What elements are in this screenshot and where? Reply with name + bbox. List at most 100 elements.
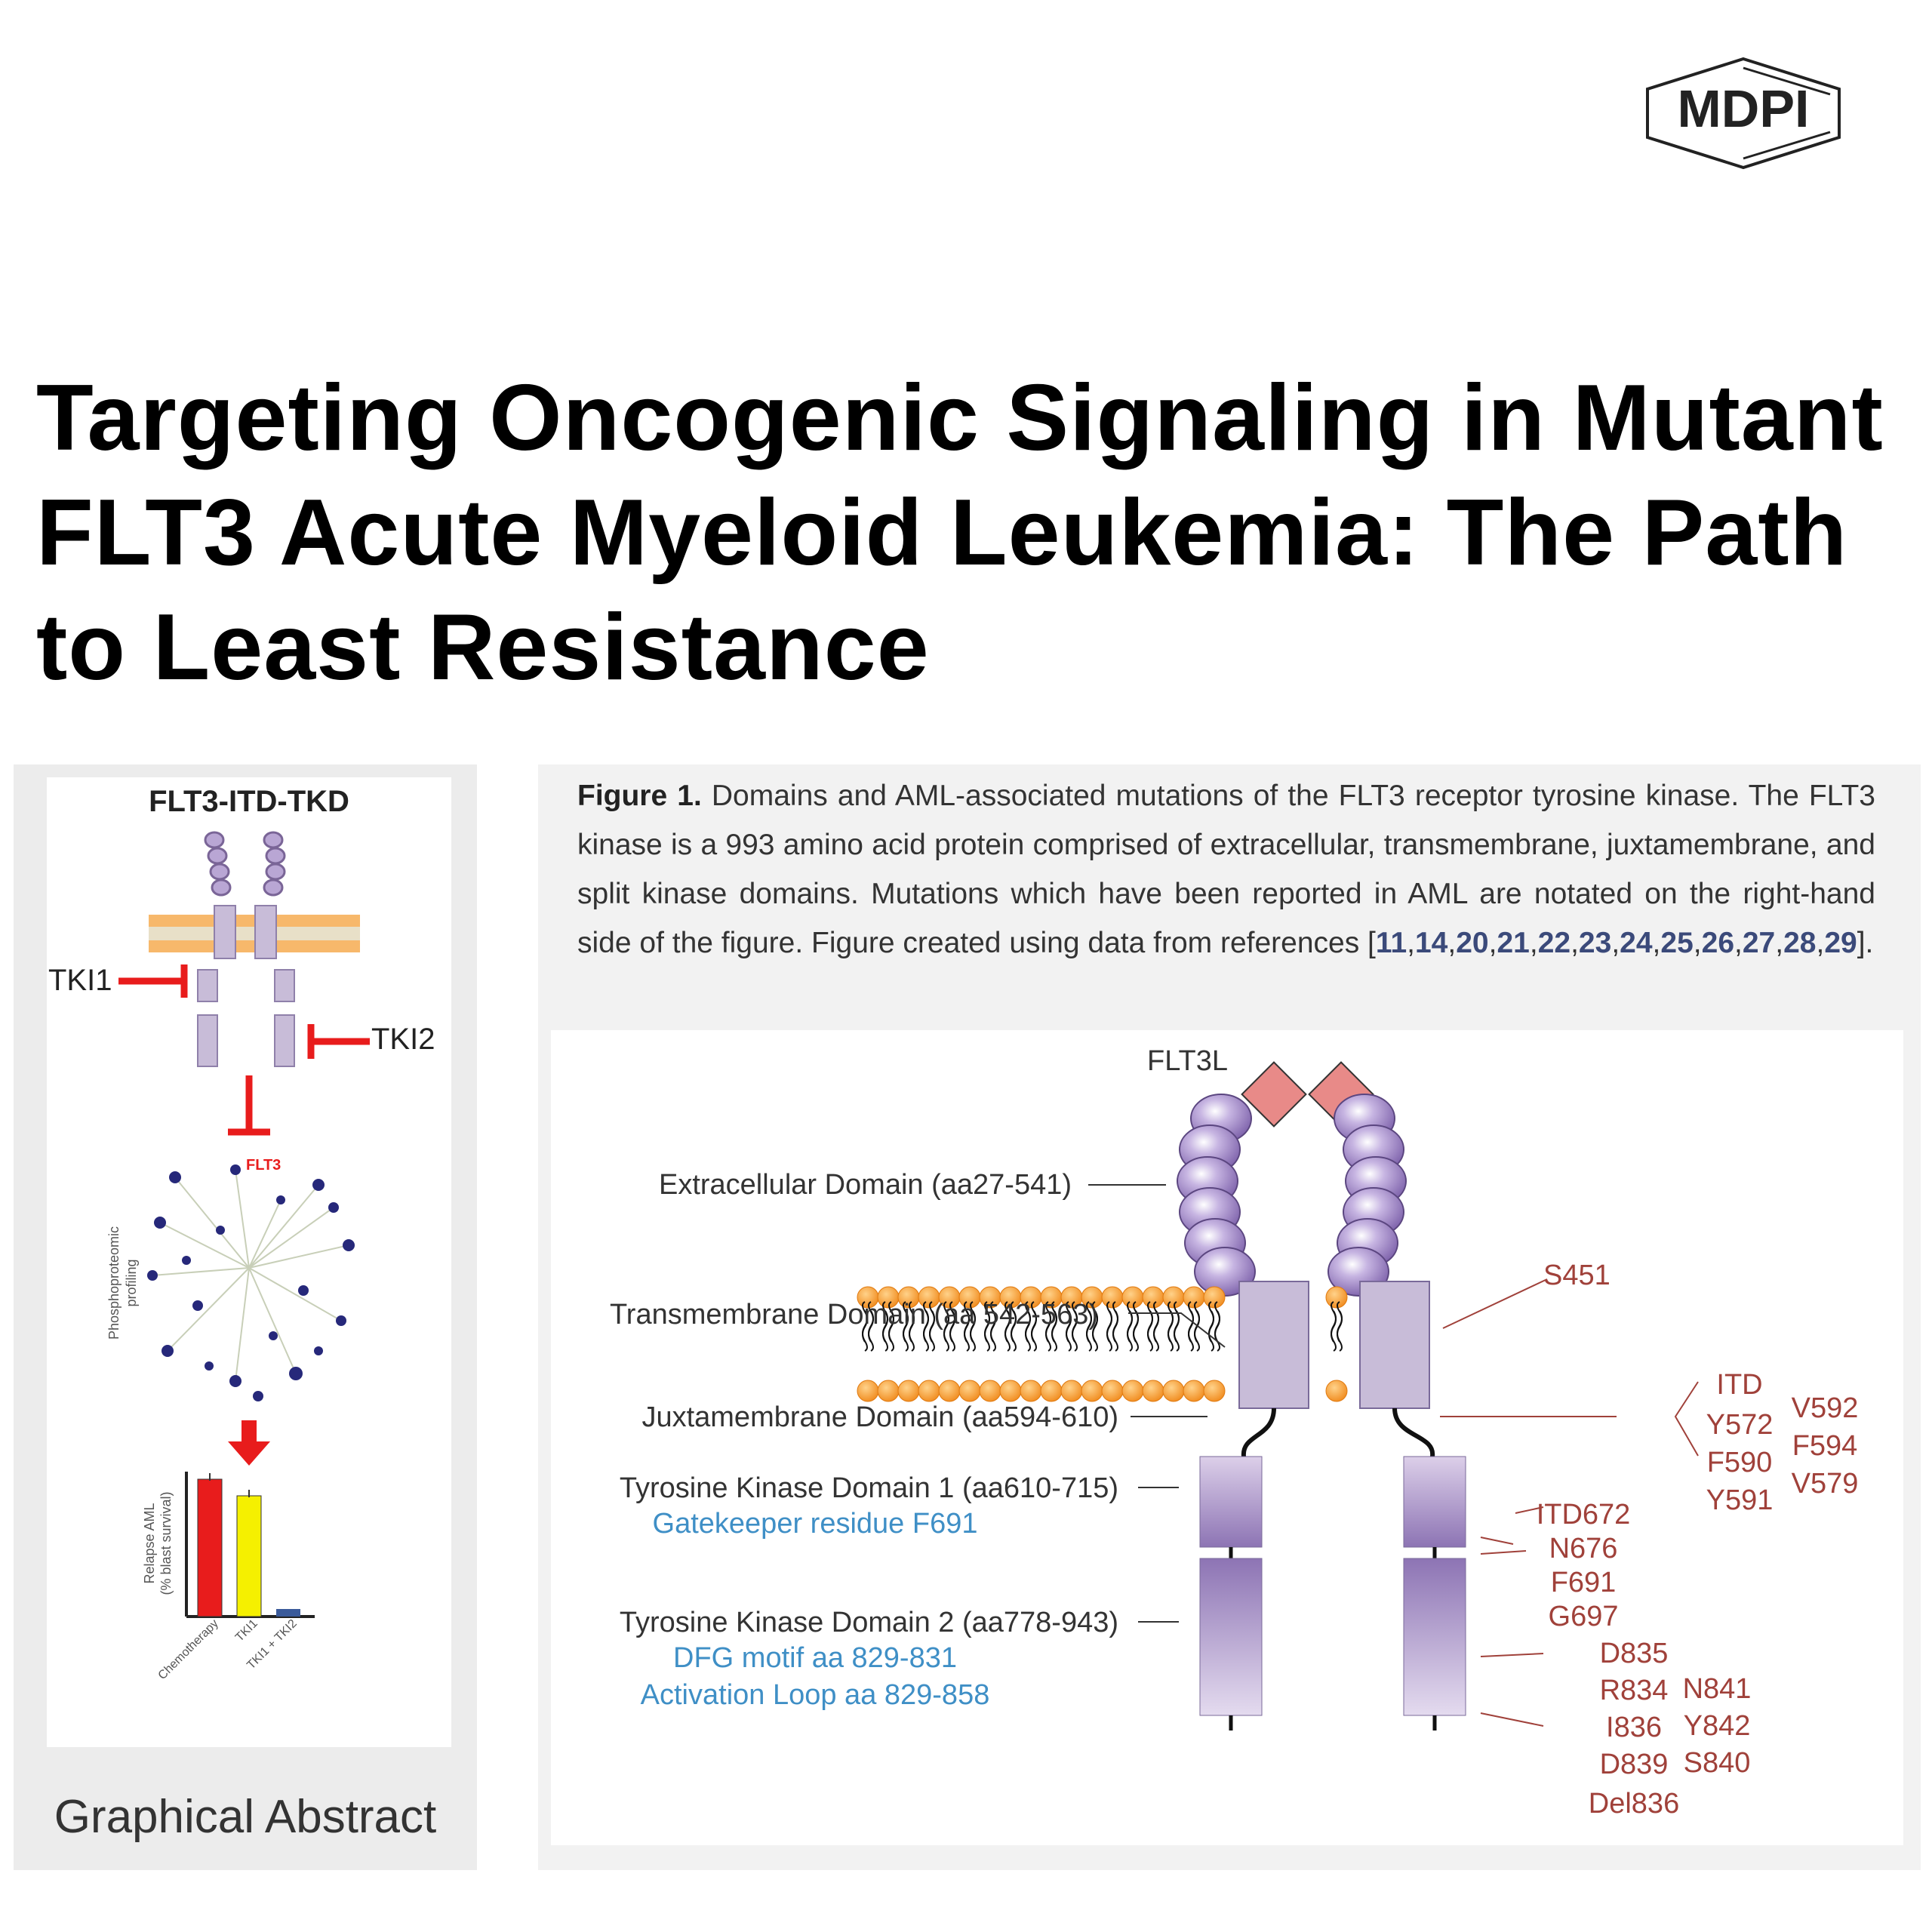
ga-network-edges: [152, 1169, 349, 1382]
figure-caption: Figure 1. Domains and AML-associated mut…: [577, 771, 1875, 968]
mutation-del836: Del836: [1589, 1788, 1679, 1820]
caption-reference-link[interactable]: 25: [1660, 927, 1694, 959]
lipid-head: [1142, 1380, 1164, 1402]
lipid-tail: [868, 1301, 874, 1343]
caption-reference-link[interactable]: 23: [1578, 927, 1612, 959]
ligand-left: [1241, 1061, 1307, 1128]
label-tkd1: Tyrosine Kinase Domain 1 (aa610-715): [620, 1472, 1118, 1504]
lipid-head: [979, 1380, 1001, 1402]
lipid-tail: [1004, 1301, 1011, 1343]
graphical-abstract-illustration: FLT3-ITD-TKD TKI1 TKI2 FLT3: [48, 785, 435, 1682]
lipid-tail: [990, 1301, 996, 1343]
caption-reference-link[interactable]: 22: [1537, 927, 1571, 959]
lipid-tail: [1066, 1301, 1072, 1343]
lipid-tail: [862, 1301, 868, 1343]
note-activation-loop: Activation Loop aa 829-858: [641, 1679, 990, 1711]
lipid-tail: [909, 1301, 915, 1343]
juxtamembrane-linker-right: [1392, 1407, 1435, 1457]
caption-reference-link[interactable]: 28: [1783, 927, 1817, 959]
tkd1-right: [1403, 1456, 1466, 1548]
lipid-head: [938, 1380, 961, 1402]
mutation-s840: S840: [1684, 1747, 1751, 1779]
lipid-head: [1325, 1286, 1348, 1309]
mutations: S451 ITD Y572 F590 Y591 V592 F594 V579 I…: [1537, 1260, 1859, 1820]
lipid-tail: [964, 1301, 970, 1343]
caption-reference-link[interactable]: 11: [1375, 927, 1407, 959]
mutation-y842: Y842: [1684, 1710, 1751, 1742]
caption-end: ].: [1857, 927, 1874, 959]
tkd1-left: [1199, 1456, 1263, 1548]
article-title: Targeting Oncogenic Signaling in Mutant …: [36, 366, 1884, 700]
lipid-head: [1121, 1286, 1144, 1309]
lipid-head: [857, 1380, 879, 1402]
lipid-tail: [1106, 1301, 1112, 1343]
caption-reference-link[interactable]: 24: [1620, 927, 1653, 959]
lipid-tail: [1127, 1301, 1133, 1343]
mutation-f691: F691: [1551, 1567, 1617, 1598]
lipid-tail: [1168, 1301, 1174, 1343]
mutation-leaders: [1440, 1278, 1699, 1727]
lipid-tail: [1147, 1301, 1153, 1343]
caption-reference-link[interactable]: 26: [1701, 927, 1735, 959]
note-gatekeeper: Gatekeeper residue F691: [653, 1508, 978, 1540]
ligand-label: FLT3L: [1147, 1045, 1228, 1077]
lipid-tail: [1051, 1301, 1057, 1343]
lipid-head: [999, 1380, 1022, 1402]
lipid-head: [1162, 1286, 1185, 1309]
mutation-n676: N676: [1549, 1533, 1618, 1564]
lipid-tail: [1011, 1301, 1017, 1343]
mutation-itd672: ITD672: [1537, 1499, 1631, 1531]
ga-bar-category-2: TKI1: [233, 1617, 260, 1644]
ga-side-label-2: profiling: [124, 1259, 139, 1306]
lipid-head: [897, 1380, 920, 1402]
lipid-head: [1121, 1380, 1144, 1402]
mutation-r834: R834: [1600, 1675, 1669, 1706]
label-transmembrane: Transmembrane Domain (aa 542-563): [610, 1299, 1098, 1331]
ga-down-arrow: [228, 1420, 270, 1466]
mutation-itd: ITD: [1716, 1369, 1762, 1401]
ga-bar-chart: Relapse AML (% blast survival) Chemother…: [142, 1472, 315, 1682]
tkd2-right: [1403, 1558, 1466, 1716]
ga-bar-tki1-tki2: [276, 1609, 300, 1617]
lipid-head: [958, 1380, 981, 1402]
ga-block-inhibitor: [228, 1075, 270, 1136]
lipid-tail: [1031, 1301, 1037, 1343]
logo-text: MDPI: [1678, 79, 1810, 138]
caption-reference-link[interactable]: 14: [1414, 927, 1448, 959]
lipid-tail: [970, 1301, 976, 1343]
lipid-tail: [1188, 1301, 1194, 1343]
label-tkd2: Tyrosine Kinase Domain 2 (aa778-943): [620, 1607, 1118, 1638]
mdpi-logo: MDPI: [1646, 57, 1841, 170]
lipid-head: [918, 1380, 940, 1402]
ga-bar-tki1: [236, 1495, 262, 1617]
mutation-f590: F590: [1707, 1447, 1773, 1478]
lipid-tail: [1112, 1301, 1118, 1343]
caption-reference-link[interactable]: 27: [1742, 927, 1776, 959]
lipid-tail: [1153, 1301, 1159, 1343]
lipid-tail: [1214, 1301, 1220, 1343]
ga-network-nodes: [147, 1164, 355, 1401]
mutation-v592: V592: [1792, 1392, 1859, 1424]
ga-bar-ylabel-1: Relapse AML: [142, 1503, 157, 1583]
lipid-tail: [1025, 1301, 1031, 1343]
lipid-tail: [984, 1301, 990, 1343]
lipid-head: [1020, 1380, 1042, 1402]
mutation-v579: V579: [1792, 1468, 1859, 1500]
lipid-tail: [1133, 1301, 1139, 1343]
lipid-tail: [1092, 1301, 1098, 1343]
caption-reference-link[interactable]: 21: [1497, 927, 1530, 959]
tkd2-left: [1199, 1558, 1263, 1716]
lipid-head: [1081, 1380, 1103, 1402]
ga-bar-chemotherapy: [197, 1478, 223, 1617]
lipid-tail: [943, 1301, 949, 1343]
ga-heading: FLT3-ITD-TKD: [149, 785, 349, 818]
transmembrane-domain-right: [1359, 1281, 1430, 1409]
caption-text: Domains and AML-associated mutations of …: [577, 780, 1875, 959]
caption-reference-link[interactable]: 29: [1824, 927, 1857, 959]
ga-tki2-inhibitor: [307, 1024, 370, 1059]
transmembrane-domain-left: [1238, 1281, 1309, 1409]
caption-reference-link[interactable]: 20: [1456, 927, 1489, 959]
flt3-domain-diagram: FLT3L: [610, 1045, 1859, 1820]
ga-flt3-tag: FLT3: [246, 1157, 281, 1174]
lipid-head: [1101, 1286, 1124, 1309]
